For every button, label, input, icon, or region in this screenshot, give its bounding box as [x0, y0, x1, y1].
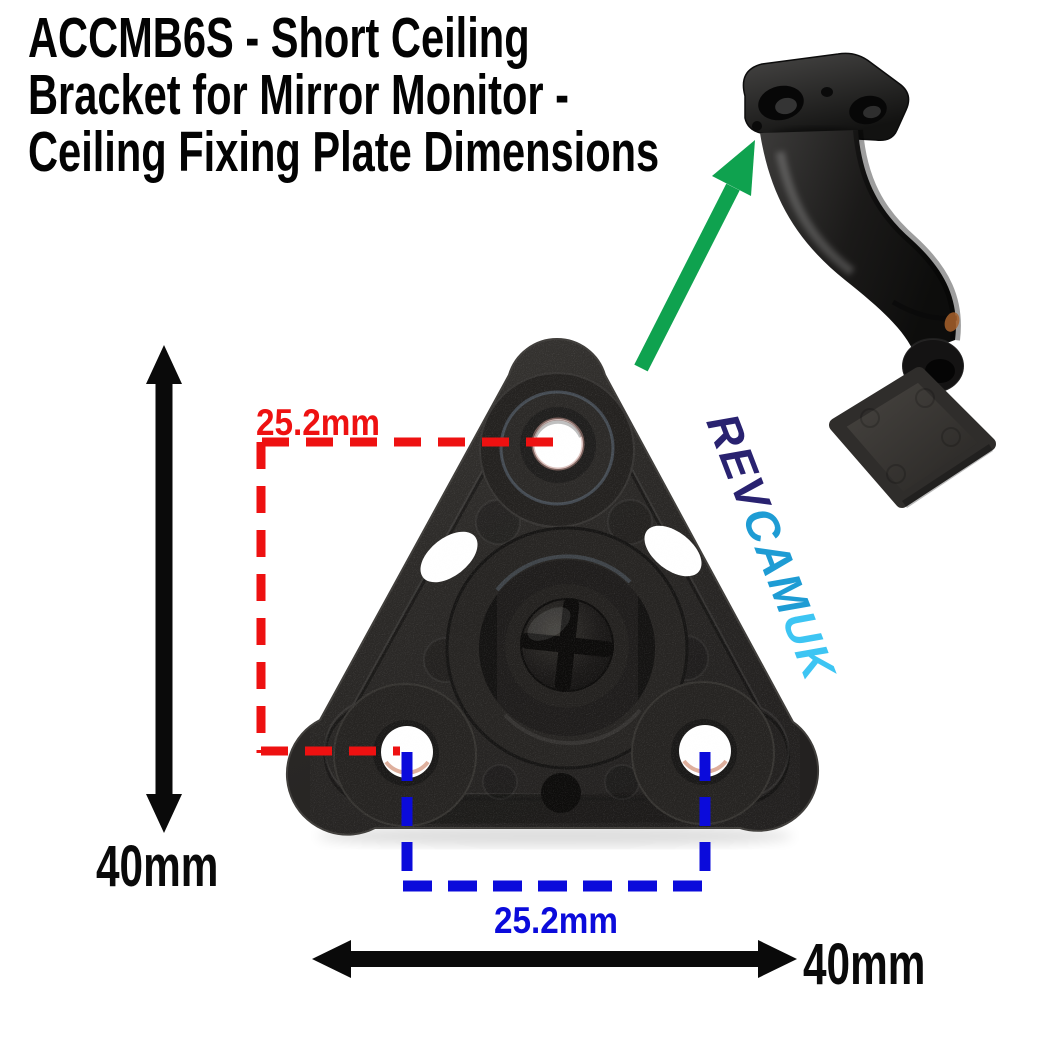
title-line-2: Bracket for Mirror Monitor - [28, 63, 569, 127]
plate-width-label: 40mm [803, 932, 926, 997]
bracket-arm-photo [742, 52, 996, 508]
horizontal-40mm-arrow [312, 940, 797, 978]
green-callout-arrow [634, 140, 755, 372]
red-dimension-lines [256, 437, 558, 756]
blue-dimension-lines [401, 752, 711, 892]
hole-spacing-vertical-label: 25.2mm [256, 402, 381, 443]
vertical-40mm-arrow [146, 345, 182, 833]
title-line-3: Ceiling Fixing Plate Dimensions [28, 120, 660, 184]
plate-height-label: 40mm [96, 834, 219, 899]
page-title: ACCMB6S - Short Ceiling Bracket for Mirr… [28, 10, 893, 181]
hole-spacing-horizontal-label: 25.2mm [494, 900, 619, 941]
title-line-1: ACCMB6S - Short Ceiling [28, 6, 530, 70]
